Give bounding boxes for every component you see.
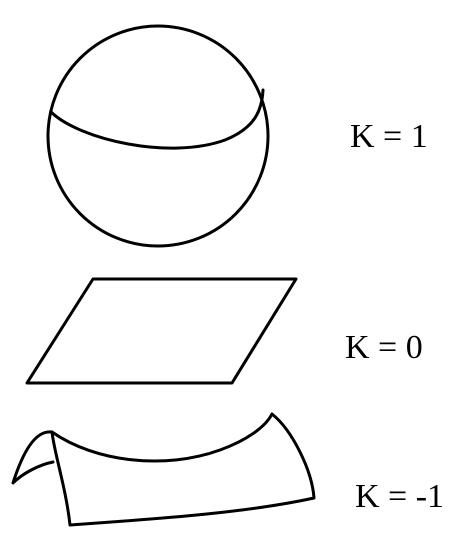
label-k-zero: K = 0 [345,329,423,366]
saddle-left-flap [11,430,55,485]
saddle-shape [11,412,316,527]
label-k-negative: K = -1 [355,478,444,515]
plane-shape [25,277,298,385]
saddle-outline [50,412,316,527]
sphere-shape [46,24,270,248]
label-k-positive: K = 1 [350,118,428,155]
sphere-outline [46,24,270,248]
sphere-equator [49,88,265,150]
plane-parallelogram [25,277,298,385]
